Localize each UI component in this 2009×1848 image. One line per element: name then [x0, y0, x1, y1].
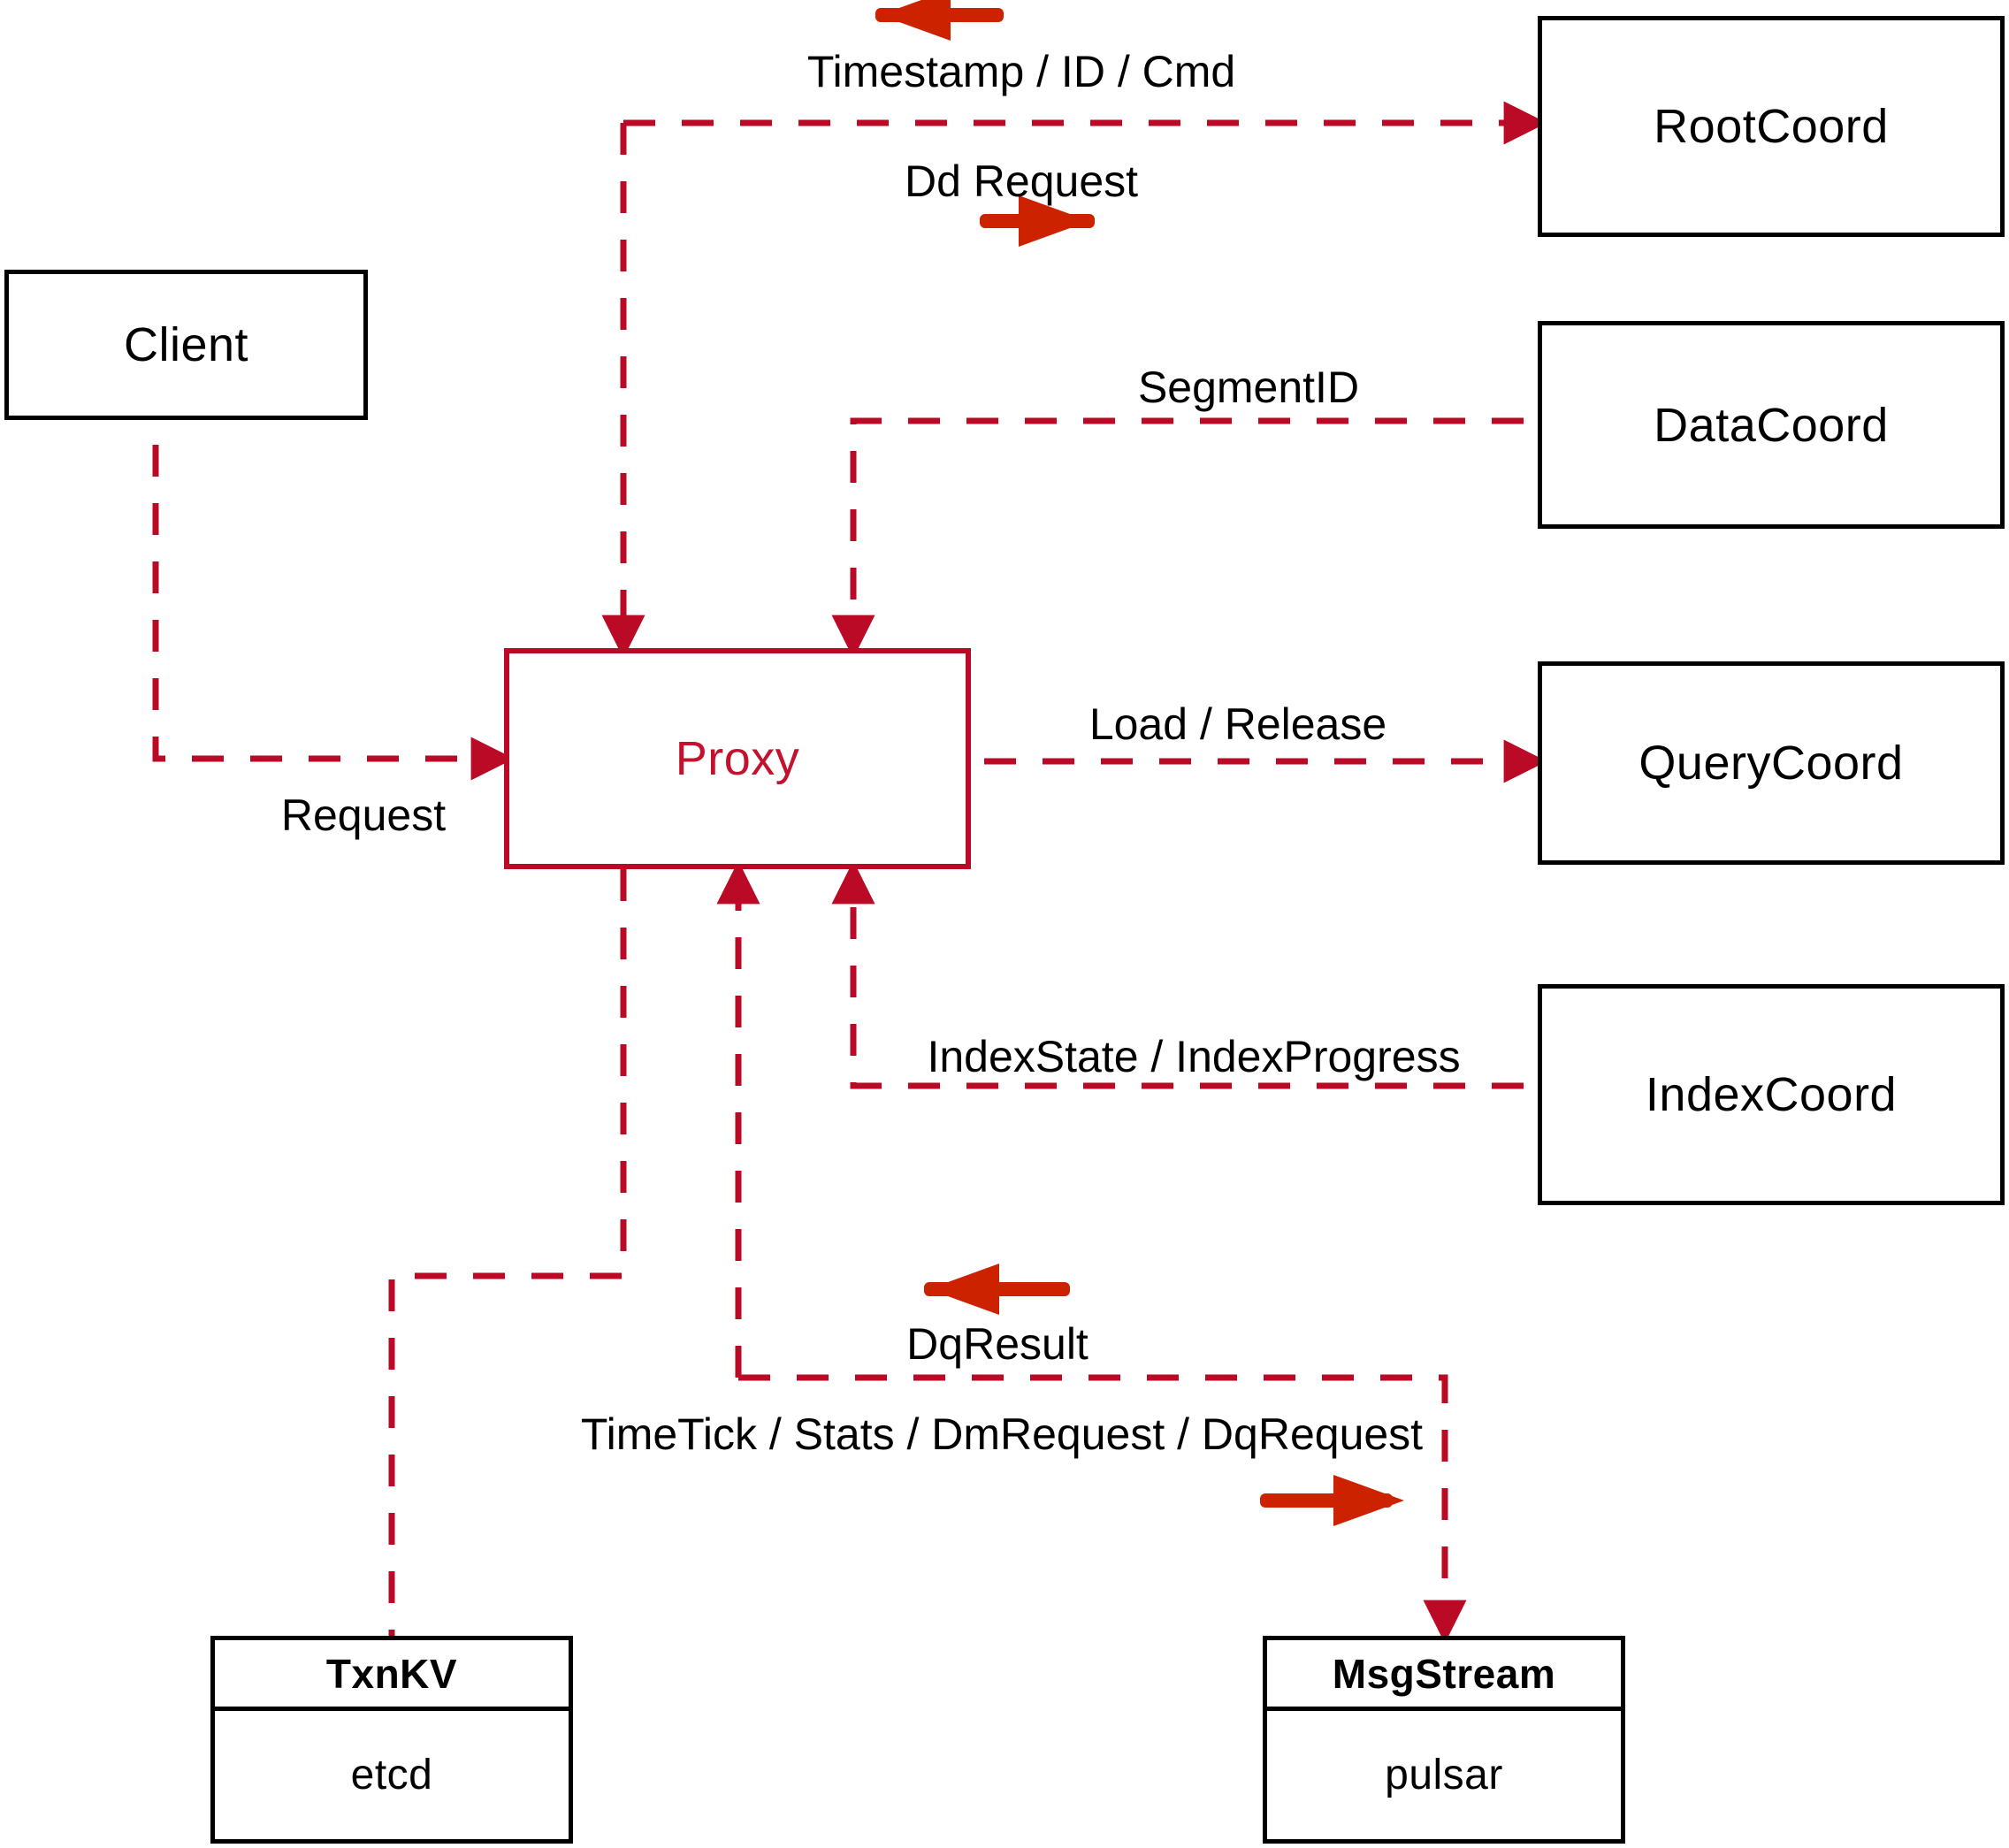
node-proxy-label: Proxy — [675, 732, 800, 785]
arrow-right-icon-dd — [980, 195, 1095, 247]
edge-client-to-proxy — [152, 386, 515, 781]
node-indexcoord[interactable]: IndexCoord — [1538, 984, 2005, 1205]
edge-label-segment-id: SegmentID — [1137, 363, 1360, 412]
node-rootcoord-label: RootCoord — [1654, 100, 1889, 153]
node-querycoord[interactable]: QueryCoord — [1538, 661, 2005, 865]
arrow-left-icon-dqresult — [924, 1264, 1070, 1315]
edge-proxy-to-msgstream — [738, 1374, 1467, 1644]
node-indexcoord-label: IndexCoord — [1645, 1068, 1898, 1121]
node-client-label: Client — [123, 318, 249, 371]
node-msgstream-impl: pulsar — [1385, 1751, 1503, 1798]
node-msgstream[interactable]: MsgStream pulsar — [1263, 1636, 1625, 1844]
edge-datacoord-to-proxy — [831, 417, 1524, 659]
edge-label-request: Request — [280, 790, 447, 840]
edge-label-dq-result: DqResult — [906, 1319, 1089, 1369]
edge-proxy-to-txnkv — [388, 869, 627, 1636]
edge-indexcoord-to-proxy — [831, 860, 1524, 1089]
node-txnkv-impl: etcd — [350, 1751, 433, 1798]
node-querycoord-label: QueryCoord — [1639, 737, 1904, 790]
node-txnkv-title: TxnKV — [325, 1650, 458, 1697]
node-txnkv[interactable]: TxnKV etcd — [210, 1636, 573, 1844]
arrow-left-icon-timestamp — [875, 0, 1004, 41]
node-txnkv-body: etcd — [215, 1711, 569, 1839]
edge-label-index-state-progress: IndexState / IndexProgress — [927, 1032, 1461, 1081]
dashed-edges — [152, 101, 1547, 1644]
node-proxy[interactable]: Proxy — [504, 648, 971, 869]
node-rootcoord[interactable]: RootCoord — [1538, 16, 2005, 237]
node-datacoord-label: DataCoord — [1654, 398, 1889, 452]
node-client[interactable]: Client — [4, 270, 368, 420]
node-msgstream-title: MsgStream — [1332, 1650, 1556, 1697]
edge-label-timestamp-id-cmd: Timestamp / ID / Cmd — [806, 47, 1236, 96]
edge-label-timetick-stats-dm-dq: TimeTick / Stats / DmRequest / DqRequest — [580, 1409, 1424, 1459]
edge-label-dd-request: Dd Request — [904, 157, 1139, 206]
arrow-right-icon-msgstream — [1260, 1475, 1404, 1526]
edge-label-load-release: Load / Release — [1089, 699, 1387, 749]
node-txnkv-header: TxnKV — [215, 1640, 569, 1711]
direction-arrows — [875, 0, 1404, 1526]
node-datacoord[interactable]: DataCoord — [1538, 321, 2005, 529]
node-msgstream-body: pulsar — [1267, 1711, 1621, 1839]
node-msgstream-header: MsgStream — [1267, 1640, 1621, 1711]
